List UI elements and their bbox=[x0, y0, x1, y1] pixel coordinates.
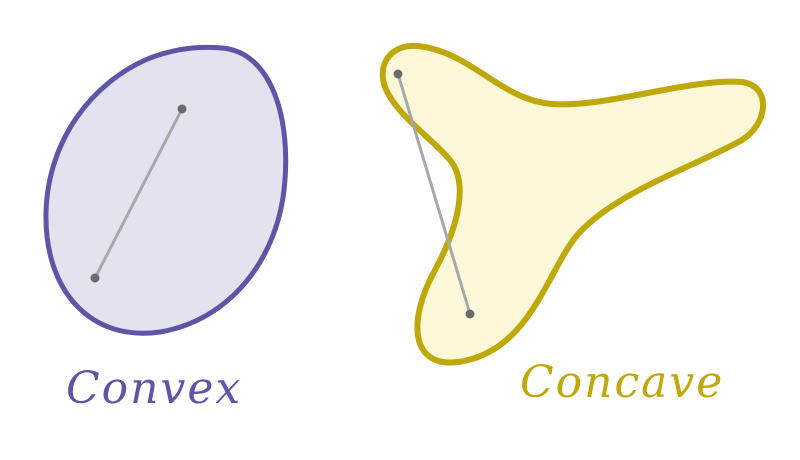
convex-shape bbox=[43, 44, 289, 336]
convex-point-bottom bbox=[90, 273, 100, 283]
concave-point-bottom bbox=[465, 309, 475, 319]
concave-shape bbox=[379, 42, 766, 366]
convex-segment bbox=[93, 107, 184, 280]
concave-segment bbox=[396, 72, 472, 316]
concave-shape-group bbox=[379, 42, 766, 366]
concave-point-top bbox=[393, 69, 403, 79]
convex-label: Convex bbox=[66, 363, 242, 414]
concave-label: Concave bbox=[520, 357, 724, 408]
convex-shape-group bbox=[43, 44, 289, 336]
convex-point-top bbox=[177, 104, 187, 114]
